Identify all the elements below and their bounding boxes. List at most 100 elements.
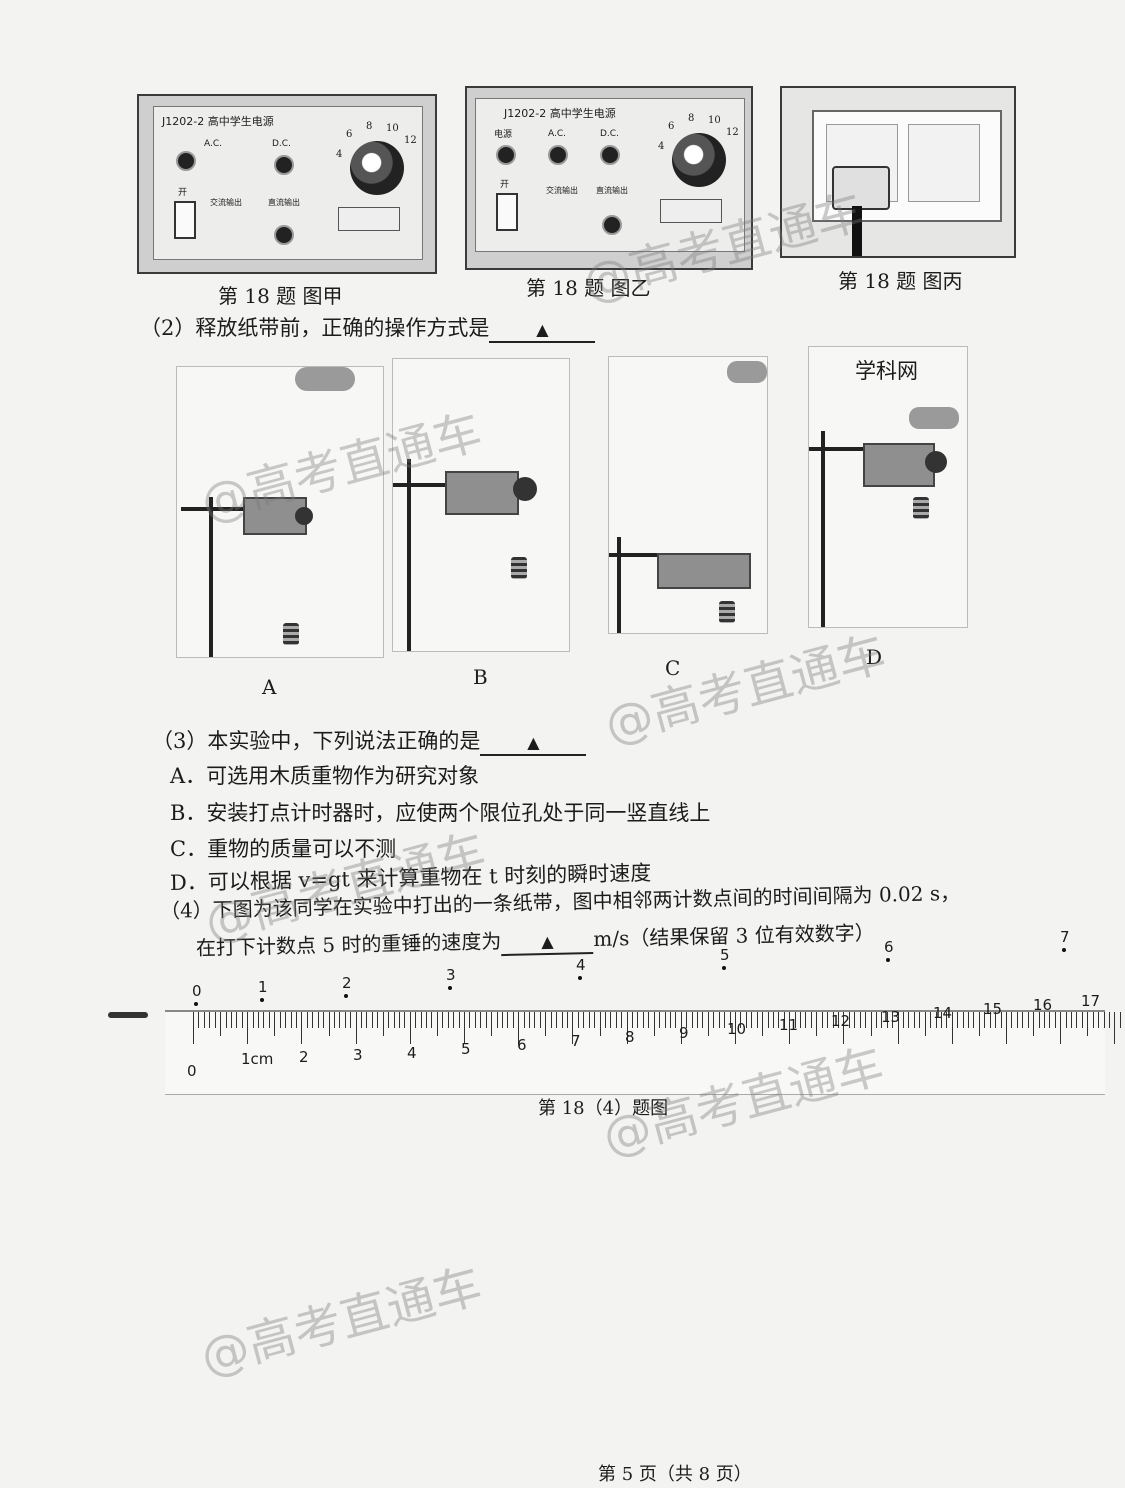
ruler-tick xyxy=(193,1012,194,1044)
option-a-label: A xyxy=(262,675,277,699)
option-b-image xyxy=(392,358,570,652)
dial-12: 12 xyxy=(404,135,417,146)
ruler-tick xyxy=(724,1012,726,1028)
ruler-number: 17 xyxy=(1081,992,1101,1010)
power-label: 电源 xyxy=(494,130,513,140)
plug xyxy=(832,166,890,210)
ruler-tick xyxy=(344,1012,346,1028)
power-supply: J1202-2 高中学生电源 电源 A.C. D.C. 开 交流输出 直流输出 … xyxy=(475,98,745,252)
ruler-tick xyxy=(978,1012,980,1036)
ac-label: A.C. xyxy=(548,129,567,139)
ruler-tick xyxy=(810,1012,812,1028)
power-jack xyxy=(496,145,516,165)
hand xyxy=(295,367,355,391)
ruler-tick xyxy=(946,1012,948,1028)
ruler-tick xyxy=(789,1012,791,1044)
ruler-tick xyxy=(1071,1012,1073,1028)
ruler-tick xyxy=(1033,1012,1035,1036)
ruler-tick xyxy=(323,1012,325,1028)
ruler-tick xyxy=(686,1012,688,1028)
ruler-number: 2 xyxy=(299,1048,309,1066)
ruler-number: 4 xyxy=(407,1044,417,1062)
ruler-tick xyxy=(762,1012,764,1036)
watermark: @高考直通车 xyxy=(598,625,892,755)
ac-output-label: 交流输出 xyxy=(210,198,242,207)
caption-yi: 第 18 题 图乙 xyxy=(526,276,651,300)
ruler-tick xyxy=(258,1012,260,1028)
ruler-tick xyxy=(865,1012,867,1028)
ruler-tick xyxy=(594,1012,596,1028)
plug-cord xyxy=(852,206,862,256)
tape-end-mark xyxy=(108,1012,148,1018)
ruler-tick xyxy=(453,1012,455,1028)
ruler-tick xyxy=(1006,1012,1007,1044)
ruler-tick xyxy=(577,1012,579,1028)
ruler-tick xyxy=(1087,1012,1089,1036)
question-3: （3）本实验中，下列说法正确的是▲ xyxy=(152,725,587,756)
ruler-tick xyxy=(274,1012,276,1036)
ruler-tick xyxy=(930,1012,932,1028)
ruler-tick xyxy=(832,1012,834,1028)
ruler-tick xyxy=(772,1012,774,1028)
caption-jia: 第 18 题 图甲 xyxy=(218,284,343,308)
ruler-tick xyxy=(827,1012,829,1028)
ruler-tick xyxy=(474,1012,476,1028)
ruler-tick xyxy=(805,1012,807,1028)
voltage-knob xyxy=(672,133,726,187)
dc-output-label: 直流输出 xyxy=(268,198,300,207)
ticker-timer xyxy=(657,553,751,589)
ruler-tick xyxy=(550,1012,552,1028)
ruler-tick xyxy=(924,1012,926,1036)
ruler-tick xyxy=(886,1012,888,1028)
ruler-tick xyxy=(328,1012,330,1036)
tape-dot xyxy=(1062,948,1066,952)
ruler-number: 9 xyxy=(679,1024,689,1042)
caption-bing: 第 18 题 图丙 xyxy=(838,269,963,293)
ruler-tick xyxy=(1027,1012,1029,1028)
ruler-tick xyxy=(436,1012,438,1036)
watermark: @高考直通车 xyxy=(194,1257,488,1387)
ruler-tick xyxy=(599,1012,601,1036)
ruler-tick xyxy=(279,1012,281,1028)
hand xyxy=(727,361,767,383)
ruler-tick xyxy=(561,1012,563,1028)
ruler-tick xyxy=(837,1012,839,1028)
ruler-tick xyxy=(968,1012,970,1028)
ruler-tick xyxy=(740,1012,742,1028)
heavy-weight xyxy=(913,497,929,519)
iron-stand-rod xyxy=(209,497,213,657)
ruler-tick xyxy=(485,1012,487,1028)
tape-dot xyxy=(578,976,582,980)
tape-point-label: 5 xyxy=(720,946,730,964)
tape-point-label: 1 xyxy=(258,978,268,996)
ruler-tick xyxy=(393,1012,395,1028)
power-switch xyxy=(496,193,518,231)
ruler-tick xyxy=(447,1012,449,1028)
choice-b: B．安装打点计时器时，应使两个限位孔处于同一竖直线上 xyxy=(170,801,711,825)
photo-jia: J1202-2 高中学生电源 A.C. D.C. 开 交流输出 直流输出 4 6… xyxy=(137,94,437,274)
ruler-tick xyxy=(545,1012,547,1036)
iron-stand-rod xyxy=(617,537,621,633)
ruler-tick xyxy=(615,1012,617,1028)
ruler-tick xyxy=(268,1012,270,1028)
ruler-tick xyxy=(919,1012,921,1028)
ruler-number: 5 xyxy=(461,1040,471,1058)
ruler-tick xyxy=(404,1012,406,1028)
timer-coil xyxy=(295,507,313,525)
dc-label: D.C. xyxy=(600,129,619,139)
ruler-tick xyxy=(220,1012,222,1036)
figure-caption: 第 18（4）题图 xyxy=(538,1098,669,1119)
ruler-tick xyxy=(642,1012,644,1028)
ruler-tick xyxy=(306,1012,308,1028)
tape-dot xyxy=(344,994,348,998)
brand-label: J1202-2 高中学生电源 xyxy=(162,115,274,128)
clamp-arm xyxy=(393,483,453,487)
option-d-label: D xyxy=(866,645,883,669)
ruler-tick xyxy=(241,1012,243,1028)
paper-tape: 0 1 2 3 4 5 6 7 xyxy=(160,928,1105,1012)
tape-dot xyxy=(886,958,890,962)
ruler-tick xyxy=(420,1012,422,1028)
dial-8: 8 xyxy=(366,121,373,132)
question-3-text: （3）本实验中，下列说法正确的是 xyxy=(152,729,481,753)
ruler-tick xyxy=(610,1012,612,1028)
